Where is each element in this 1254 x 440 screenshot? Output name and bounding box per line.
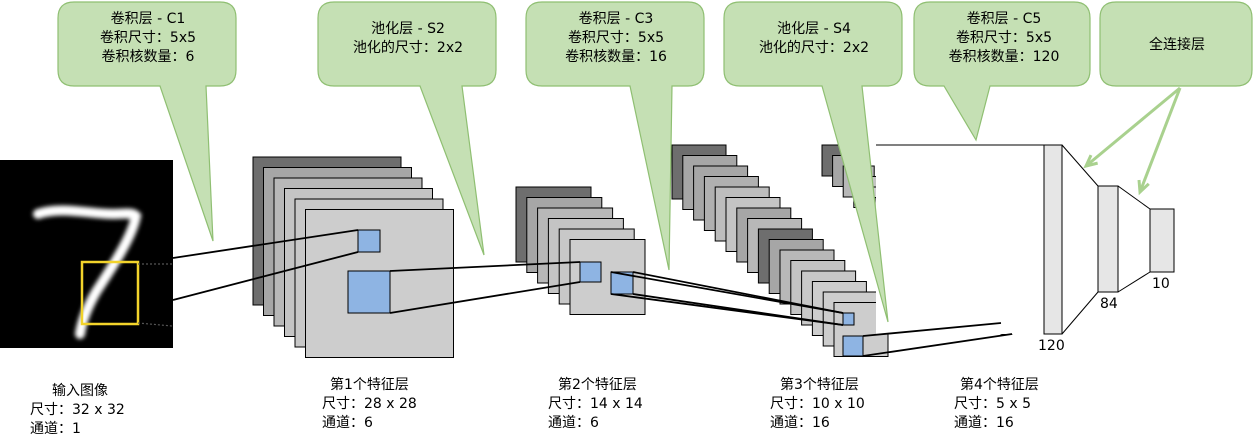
connection-line [389, 281, 581, 314]
connection-line [389, 261, 581, 272]
callout-c5 [913, 1, 1091, 142]
fc-size-120: 120 [1038, 338, 1065, 354]
connection-line [172, 229, 359, 259]
fully-connected-layers [876, 144, 1175, 335]
fc-layer-84 [1097, 185, 1119, 293]
highlights [347, 229, 1013, 357]
callout-c5-title: 卷积层 - C5 [966, 11, 1042, 27]
callout-s2-shape [317, 1, 497, 256]
callout-fc [1099, 1, 1253, 87]
connection-line [862, 333, 1013, 357]
connection-line [862, 322, 1002, 337]
callout-c3-kernel-count: 卷积核数量：16 [565, 49, 667, 65]
connection-lines [172, 229, 1013, 357]
connection-line [172, 251, 359, 301]
caption-feature-3-size: 尺寸：10 x 10 [770, 396, 865, 412]
highlight-s2-output [579, 261, 602, 283]
caption-input-size: 尺寸：32 x 32 [30, 402, 125, 418]
caption-feature-2-size: 尺寸：14 x 14 [548, 396, 643, 412]
caption-feature-3: 第3个特征层 尺寸：10 x 10 通道：16 [770, 376, 865, 433]
caption-input: 输入图像 尺寸：32 x 32 通道：1 [30, 382, 125, 439]
caption-feature-2-channels: 通道：6 [548, 415, 599, 431]
callout-fc-title: 全连接层 [1149, 37, 1205, 53]
caption-feature-1-size: 尺寸：28 x 28 [322, 396, 417, 412]
callout-s4-shape [723, 1, 903, 323]
connection-line [610, 293, 844, 326]
caption-feature-2-title: 第2个特征层 [558, 377, 637, 393]
callout-s4-pool-size: 池化的尺寸：2x2 [758, 40, 870, 56]
caption-input-title: 输入图像 [52, 383, 108, 399]
fc-layer-120 [1043, 144, 1063, 335]
caption-feature-1: 第1个特征层 尺寸：28 x 28 通道：6 [322, 376, 417, 433]
highlight-s2-window [347, 270, 391, 314]
callout-s2-pool-size: 池化的尺寸：2x2 [352, 40, 464, 56]
caption-input-channels: 通道：1 [30, 421, 81, 437]
callout-fc-shape [1099, 1, 1253, 87]
caption-feature-1-title: 第1个特征层 [330, 377, 409, 393]
fc-arrow-to-84 [1138, 87, 1182, 193]
fc-arrows [1083, 86, 1182, 196]
callout-c1-text: 卷积层 - C1 卷积尺寸：5x5 卷积核数量：6 [60, 10, 236, 67]
fc-arrow-to-120 [1085, 86, 1181, 168]
fc-arrow-to-84-head [1137, 179, 1150, 196]
fc-size-84: 84 [1100, 296, 1118, 312]
caption-feature-4: 第4个特征层 尺寸：5 x 5 通道：16 [954, 376, 1039, 433]
fc-size-10: 10 [1152, 276, 1170, 292]
callout-c1-kernel-count: 卷积核数量：6 [101, 49, 195, 65]
callout-c3-text: 卷积层 - C3 卷积尺寸：5x5 卷积核数量：16 [528, 10, 704, 67]
caption-feature-3-title: 第3个特征层 [780, 377, 859, 393]
callout-c1-title: 卷积层 - C1 [110, 11, 186, 27]
callout-c3-title: 卷积层 - C3 [578, 11, 654, 27]
highlight-s4-window [842, 335, 864, 357]
callout-s2-title: 池化层 - S2 [371, 21, 445, 37]
callouts [57, 1, 1253, 323]
caption-feature-1-channels: 通道：6 [322, 415, 373, 431]
callout-c5-shape [913, 1, 1091, 142]
highlight-c3-output [842, 312, 855, 326]
input-receptive-window [80, 260, 140, 326]
callout-s4-text: 池化层 - S4 池化的尺寸：2x2 [726, 20, 902, 58]
caption-feature-4-title: 第4个特征层 [960, 377, 1039, 393]
feature-stack-3 [671, 144, 889, 357]
caption-feature-4-channels: 通道：16 [954, 415, 1014, 431]
callout-c3 [525, 1, 705, 271]
callout-c5-text: 卷积层 - C5 卷积尺寸：5x5 卷积核数量：120 [916, 10, 1092, 67]
input-image [0, 160, 173, 348]
callout-c1 [57, 1, 237, 242]
callout-s2-text: 池化层 - S2 池化的尺寸：2x2 [320, 20, 496, 58]
callout-c1-shape [57, 1, 237, 242]
callout-c5-kernel-count: 卷积核数量：120 [948, 49, 1060, 65]
caption-feature-2: 第2个特征层 尺寸：14 x 14 通道：6 [548, 376, 643, 433]
feature-stack-1 [252, 156, 454, 358]
callout-s4 [723, 1, 903, 323]
callout-c3-kernel-size: 卷积尺寸：5x5 [567, 30, 665, 46]
connection-line [610, 271, 844, 314]
callout-c3-shape [525, 1, 705, 271]
caption-feature-4-size: 尺寸：5 x 5 [954, 396, 1031, 412]
fc-arrow-to-120-head [1083, 154, 1099, 169]
fc-layer-10 [1149, 208, 1175, 273]
callout-s4-title: 池化层 - S4 [777, 21, 851, 37]
callout-c5-kernel-size: 卷积尺寸：5x5 [955, 30, 1053, 46]
callout-s2 [317, 1, 497, 256]
highlight-c3-window [610, 271, 634, 295]
caption-feature-3-channels: 通道：16 [770, 415, 830, 431]
callout-fc-text: 全连接层 [1102, 36, 1252, 55]
digit-seven-glyph [33, 205, 142, 339]
highlight-c1-output [357, 229, 381, 253]
callout-c1-kernel-size: 卷积尺寸：5x5 [99, 30, 197, 46]
